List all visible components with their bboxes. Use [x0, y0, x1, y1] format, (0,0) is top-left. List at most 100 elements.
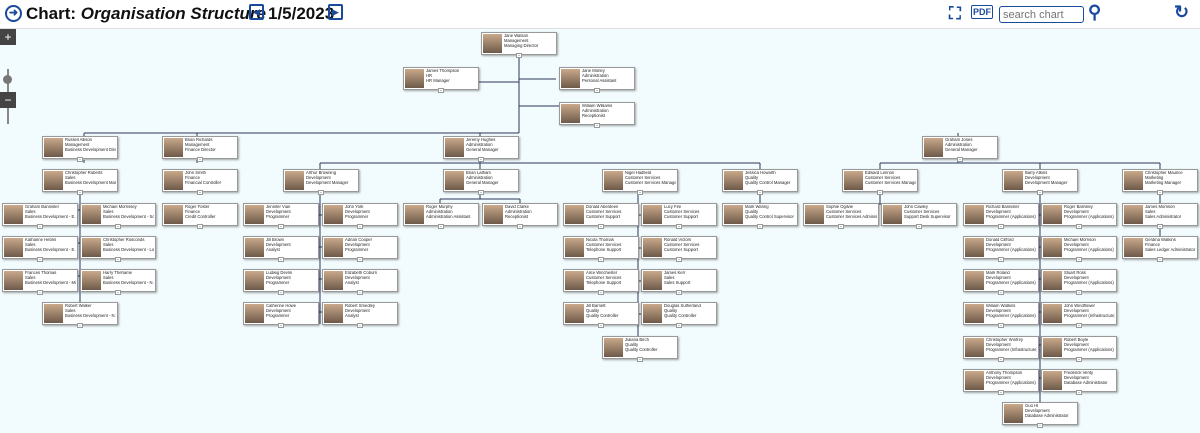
expand-toggle[interactable]: − [1076, 390, 1082, 395]
expand-toggle[interactable]: − [278, 290, 284, 295]
expand-toggle[interactable]: − [1157, 224, 1163, 229]
expand-toggle[interactable]: − [318, 190, 324, 195]
expand-toggle[interactable]: − [598, 257, 604, 262]
expand-toggle[interactable]: − [77, 157, 83, 162]
expand-toggle[interactable]: − [438, 224, 444, 229]
expand-toggle[interactable]: − [637, 190, 643, 195]
expand-toggle[interactable]: − [757, 224, 763, 229]
expand-toggle[interactable]: − [278, 257, 284, 262]
expand-toggle[interactable]: − [877, 190, 883, 195]
zoom-slider-handle[interactable] [3, 75, 12, 84]
expand-toggle[interactable]: − [1076, 323, 1082, 328]
expand-toggle[interactable]: − [594, 123, 600, 128]
expand-toggle[interactable]: − [197, 224, 203, 229]
expand-toggle[interactable]: − [478, 190, 484, 195]
expand-toggle[interactable]: − [676, 257, 682, 262]
expand-toggle[interactable]: − [757, 190, 763, 195]
expand-toggle[interactable]: − [197, 190, 203, 195]
expand-toggle[interactable]: − [1037, 423, 1043, 428]
expand-toggle[interactable]: − [357, 257, 363, 262]
expand-toggle[interactable]: − [357, 323, 363, 328]
expand-toggle[interactable]: − [357, 290, 363, 295]
search-input[interactable] [999, 6, 1084, 23]
expand-toggle[interactable]: − [838, 224, 844, 229]
expand-toggle[interactable]: − [957, 157, 963, 162]
expand-toggle[interactable]: − [1076, 257, 1082, 262]
expand-toggle[interactable]: − [438, 88, 444, 93]
expand-toggle[interactable]: − [676, 290, 682, 295]
expand-toggle[interactable]: − [998, 357, 1004, 362]
expand-toggle[interactable]: − [115, 290, 121, 295]
zoom-in-button[interactable]: + [0, 29, 16, 45]
expand-toggle[interactable]: − [77, 323, 83, 328]
expand-toggle[interactable]: − [115, 224, 121, 229]
expand-toggle[interactable]: − [478, 157, 484, 162]
expand-toggle[interactable]: − [676, 224, 682, 229]
expand-toggle[interactable]: − [37, 257, 43, 262]
expand-toggle[interactable]: − [598, 224, 604, 229]
expand-toggle[interactable]: − [1157, 190, 1163, 195]
expand-toggle[interactable]: − [37, 290, 43, 295]
expand-toggle[interactable]: − [1037, 190, 1043, 195]
expand-toggle[interactable]: − [598, 323, 604, 328]
expand-toggle[interactable]: − [1076, 224, 1082, 229]
expand-toggle[interactable]: − [998, 390, 1004, 395]
expand-toggle[interactable]: − [998, 323, 1004, 328]
circle-arrow-right-icon[interactable]: ➜ [5, 5, 22, 22]
previous-date-button[interactable]: ◀ [249, 4, 264, 20]
expand-toggle[interactable]: − [77, 190, 83, 195]
expand-toggle[interactable]: − [998, 257, 1004, 262]
next-date-button[interactable]: ▶ [328, 4, 343, 20]
expand-toggle[interactable]: − [676, 323, 682, 328]
expand-toggle[interactable]: − [1076, 290, 1082, 295]
expand-toggle[interactable]: − [197, 157, 203, 162]
refresh-icon[interactable]: ↻ [1174, 2, 1190, 22]
expand-toggle[interactable]: − [278, 224, 284, 229]
zoom-out-button[interactable]: − [0, 92, 16, 108]
